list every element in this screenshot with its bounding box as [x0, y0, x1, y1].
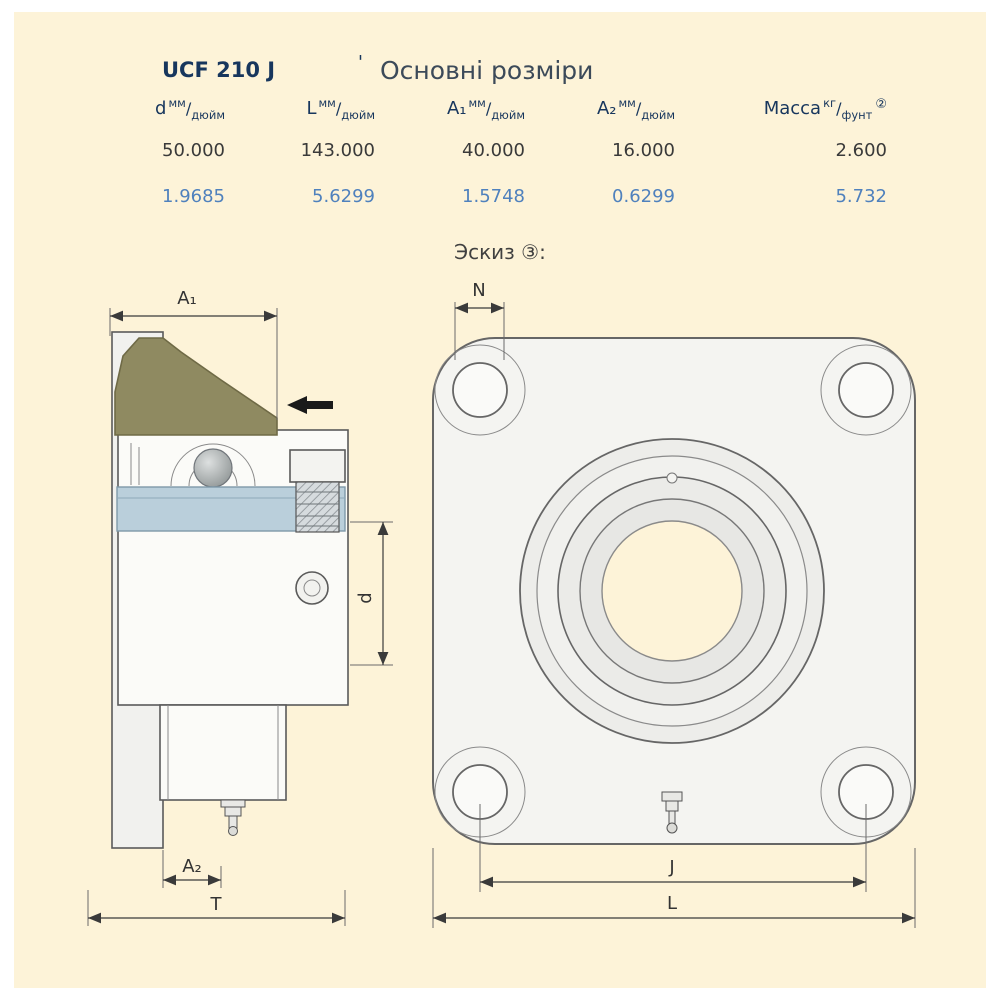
direction-arrow-icon [287, 396, 333, 414]
dim-t: T [87, 890, 346, 926]
dim-d-label: d [355, 592, 376, 603]
bearing-ball [193, 448, 233, 488]
housing-lower [159, 704, 287, 801]
col-unit-top: мм [618, 96, 636, 110]
value-mass-kg: 2.600 [835, 140, 887, 161]
bearing-rolling-elements [130, 443, 256, 488]
dim-j-label: J [668, 857, 674, 878]
title-separator: ' [358, 52, 363, 73]
value-a1-inch: 1.5748 [462, 186, 525, 207]
dim-n-label: N [472, 280, 485, 301]
dim-a1: A₁ [109, 288, 278, 420]
dim-a2-label: A₂ [182, 856, 202, 877]
bolt-hole [838, 362, 894, 418]
sketch-caption: Эскиз ③: [454, 240, 546, 264]
dim-a1-label: A₁ [177, 288, 197, 309]
table-title: Основні розміри [380, 56, 594, 85]
col-unit-top: мм [168, 96, 186, 110]
value-L-mm: 143.000 [300, 140, 375, 161]
col-symbol: A₁ [446, 98, 467, 119]
unit-slash: / [836, 99, 842, 118]
col-symbol: A₂ [596, 98, 617, 119]
grease-nipple [220, 799, 246, 836]
grease-fitting [661, 791, 683, 834]
dim-a2: A₂ [162, 850, 222, 888]
dim-l-label: L [667, 893, 677, 914]
col-symbol: Масса [763, 98, 822, 119]
unit-slash: / [635, 99, 642, 118]
side-hole [295, 571, 329, 605]
value-d-inch: 1.9685 [162, 186, 225, 207]
col-unit-bottom: дюйм [341, 108, 375, 122]
shaft-bore [601, 520, 743, 662]
bolt-holes [434, 344, 912, 838]
dim-j: J [479, 804, 867, 892]
footnote-mark: ② [875, 97, 887, 112]
col-unit-bottom: дюйм [191, 108, 225, 122]
col-unit-bottom: дюйм [641, 108, 675, 122]
table-row-inch: 1.9685 5.6299 1.5748 0.6299 5.732 [55, 186, 887, 216]
col-unit-top: кг [823, 96, 837, 110]
col-unit-bottom: дюйм [491, 108, 525, 122]
table-row-mm: 50.000 143.000 40.000 16.000 2.600 [55, 140, 887, 186]
set-screw [295, 481, 340, 533]
dim-l: L [432, 848, 916, 928]
dim-n: N [454, 280, 505, 360]
col-symbol: L [306, 98, 317, 119]
part-number: UCF 210 J [162, 58, 276, 82]
screw-boss [289, 449, 346, 483]
col-unit-bottom: фунт [841, 108, 873, 122]
col-unit-top: мм [318, 96, 336, 110]
value-d-mm: 50.000 [162, 140, 225, 161]
value-mass-lb: 5.732 [835, 186, 887, 207]
col-symbol: d [155, 98, 167, 119]
dim-d: d [350, 521, 393, 666]
center-circles [519, 438, 825, 744]
unit-slash: / [185, 99, 192, 118]
anti-rotation-pin [666, 472, 678, 484]
bolt-hole [452, 362, 508, 418]
value-L-inch: 5.6299 [312, 186, 375, 207]
front-view: N J L [432, 280, 916, 928]
unit-slash: / [485, 99, 492, 118]
end-cap [114, 337, 278, 436]
value-a1-mm: 40.000 [462, 140, 525, 161]
col-unit-top: мм [468, 96, 486, 110]
dim-t-label: T [210, 894, 223, 915]
unit-slash: / [335, 99, 342, 118]
side-section-view: A₁ d A₂ T [87, 288, 393, 926]
value-a2-mm: 16.000 [612, 140, 675, 161]
value-a2-inch: 0.6299 [612, 186, 675, 207]
